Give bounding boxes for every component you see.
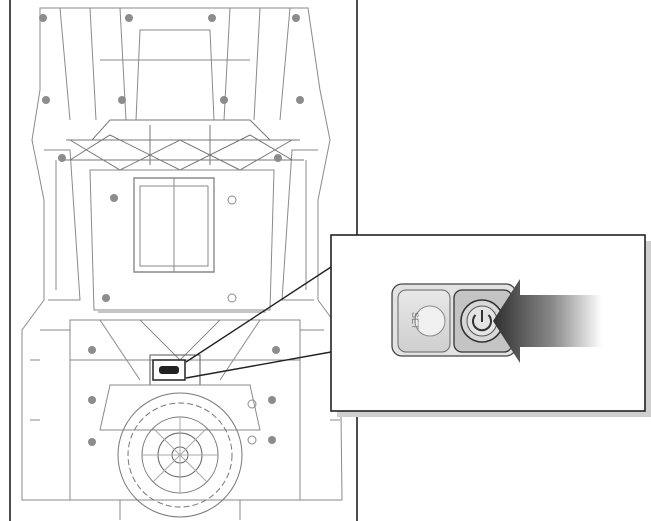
roof-scoop: [133, 177, 215, 273]
arrow-left-icon: [493, 279, 602, 363]
power-button: [453, 289, 513, 353]
body-outline: [21, 7, 343, 501]
callout-leader-lines: [185, 266, 332, 379]
zoomed-switch: SET: [391, 283, 517, 357]
figure-frame: [9, 0, 358, 521]
roll-cage: [62, 119, 304, 171]
rc-car-chassis: [21, 7, 343, 520]
spare-tire: [117, 392, 243, 518]
chassis-bolts: [39, 14, 304, 446]
power-icon: [472, 310, 492, 332]
set-button-label: SET: [410, 312, 420, 330]
switch-highlight: [152, 359, 186, 381]
roof-panel: [89, 169, 275, 311]
set-button: SET: [397, 289, 451, 353]
